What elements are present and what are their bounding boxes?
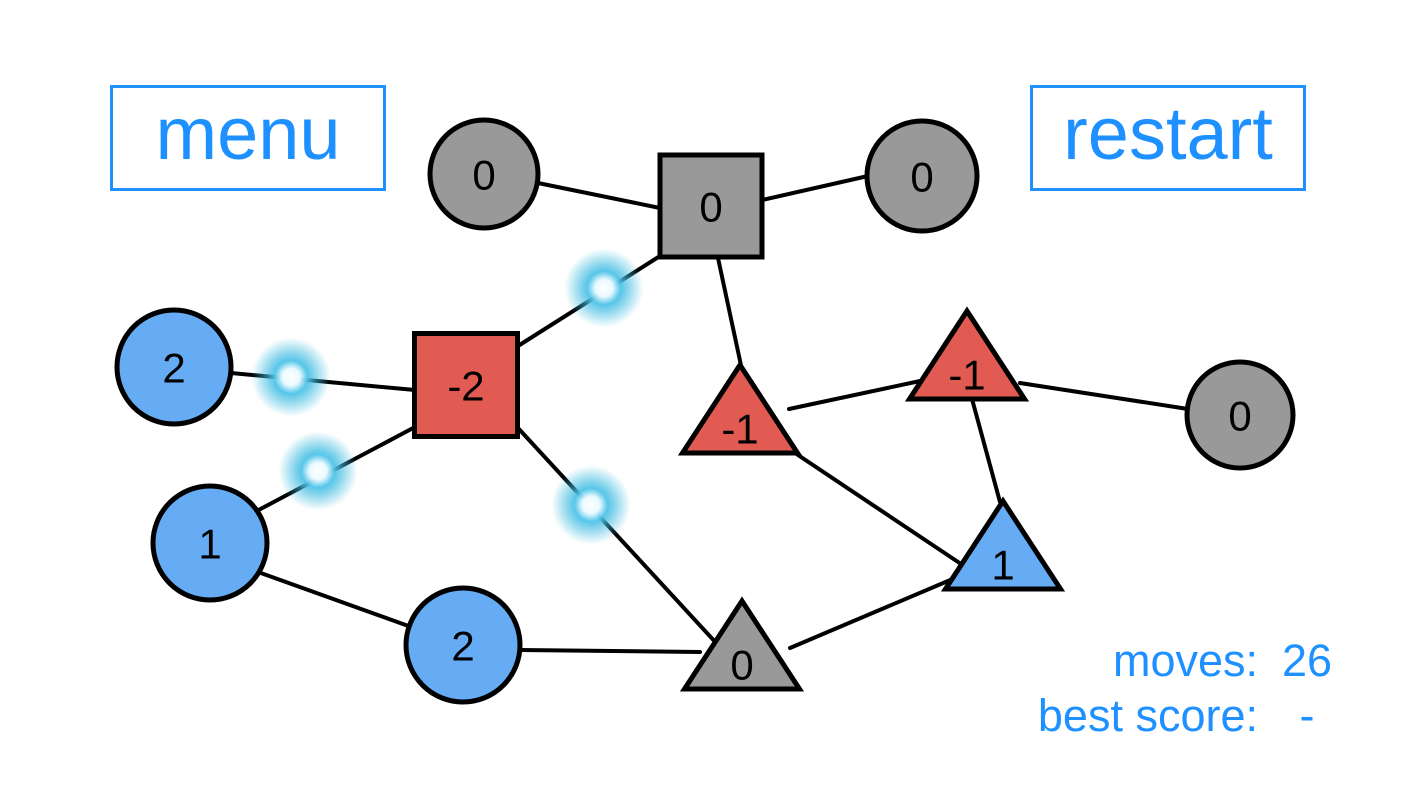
node-value: 1: [198, 521, 221, 568]
graph-node[interactable]: 1: [150, 483, 270, 603]
node-triangle[interactable]: [940, 496, 1066, 592]
node-value: 2: [451, 623, 474, 670]
moves-row: moves: 26: [1038, 634, 1342, 689]
node-square[interactable]: [412, 331, 520, 439]
graph-node[interactable]: 0: [864, 118, 980, 234]
edge-marker-icon[interactable]: [564, 248, 644, 328]
node-value: 0: [472, 152, 495, 199]
node-triangle[interactable]: [677, 360, 803, 456]
moves-label: moves:: [1112, 635, 1258, 686]
graph-node[interactable]: -2: [412, 331, 520, 439]
graph-edge: [256, 570, 416, 630]
node-value: -1: [948, 352, 985, 399]
graph-node[interactable]: -1: [677, 360, 803, 456]
node-value: -1: [721, 406, 758, 453]
graph-node[interactable]: 0: [657, 152, 765, 260]
node-circle[interactable]: [150, 483, 270, 603]
nodes-layer: 0 0 0 2 -2 -1 -1 0 1 1 2 0: [114, 117, 1296, 705]
graph-edge: [516, 426, 720, 647]
graph-node[interactable]: 0: [427, 117, 541, 231]
best-score-label: best score:: [1037, 689, 1258, 741]
node-circle[interactable]: [864, 118, 980, 234]
graph-edge: [518, 648, 702, 654]
moves-value: 26: [1281, 635, 1333, 686]
edge-marker-icon[interactable]: [551, 465, 631, 545]
node-circle[interactable]: [403, 585, 523, 705]
graph-edge: [787, 379, 922, 411]
graph-node[interactable]: 2: [403, 585, 523, 705]
menu-button-label: menu: [155, 92, 341, 175]
markers-layer: [251, 248, 644, 545]
node-value: 0: [699, 184, 722, 231]
best-score-value: -: [1299, 689, 1315, 741]
graph-node[interactable]: -1: [904, 306, 1030, 402]
edge-marker-icon[interactable]: [278, 431, 358, 511]
graph-node[interactable]: 1: [940, 496, 1066, 592]
node-value: 1: [991, 542, 1014, 589]
graph-edge: [788, 576, 957, 650]
node-square[interactable]: [657, 152, 765, 260]
graph-edge: [536, 181, 662, 210]
graph-edge: [760, 174, 870, 202]
edge-marker-icon[interactable]: [251, 337, 331, 417]
graph-node[interactable]: 0: [1184, 359, 1296, 471]
node-value: 2: [162, 345, 185, 392]
node-triangle[interactable]: [679, 596, 805, 692]
graph-edge: [790, 449, 972, 572]
best-score-row: best score: -: [1038, 689, 1342, 744]
graph-node[interactable]: 0: [679, 596, 805, 692]
node-value: 0: [910, 154, 933, 201]
node-value: 0: [1228, 393, 1251, 440]
restart-button[interactable]: restart: [1030, 85, 1306, 191]
graph-edge: [1018, 381, 1190, 411]
graph-node[interactable]: 2: [114, 307, 234, 427]
restart-button-label: restart: [1063, 92, 1273, 175]
graph-edge: [970, 397, 1002, 504]
node-circle[interactable]: [1184, 359, 1296, 471]
node-circle[interactable]: [427, 117, 541, 231]
node-value: 0: [730, 642, 753, 689]
score-panel: moves: 26 best score: -: [1038, 634, 1342, 744]
node-triangle[interactable]: [904, 306, 1030, 402]
menu-button[interactable]: menu: [110, 85, 386, 191]
graph-edge: [716, 256, 744, 372]
node-value: -2: [447, 363, 484, 410]
node-circle[interactable]: [114, 307, 234, 427]
